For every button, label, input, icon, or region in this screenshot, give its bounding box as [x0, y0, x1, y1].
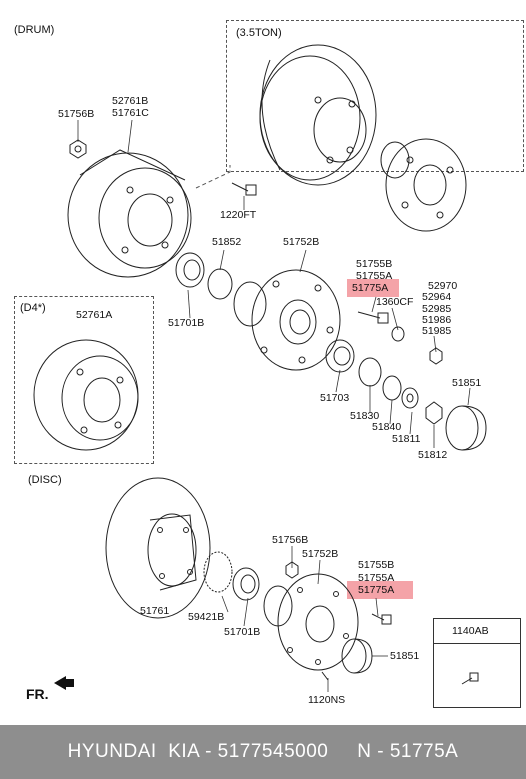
nut-51756b-top	[69, 139, 87, 159]
front-label: FR.	[26, 686, 49, 702]
part-label-51755b-top: 51755B	[356, 258, 393, 270]
part-label-51851-bottom: 51851	[390, 650, 420, 662]
part-label-52964: 52964	[422, 291, 452, 303]
part-label-1220ft: 1220FT	[220, 209, 257, 221]
part-label-51752b-bottom: 51752B	[302, 548, 339, 560]
hub-3-5ton	[380, 138, 467, 232]
d4-section-frame	[14, 296, 154, 464]
part-label-51852: 51852	[212, 236, 242, 248]
ton-section-frame	[226, 20, 524, 172]
part-label-1360cf: 1360CF	[376, 296, 414, 308]
part-label-51756b-top: 51756B	[58, 108, 95, 120]
part-label-51703: 51703	[320, 392, 350, 404]
part-label-51812: 51812	[418, 449, 448, 461]
part-label-52761b: 52761B	[112, 95, 149, 107]
part-label-51985: 51985	[422, 325, 452, 337]
section-d4-label: (D4*)	[20, 302, 46, 314]
bolt-inset-header	[433, 618, 521, 644]
drum-3-5ton	[259, 44, 377, 186]
stud-51775a-bottom	[371, 613, 392, 625]
part-label-51811: 51811	[392, 433, 421, 445]
drum-d4	[33, 339, 139, 451]
part-number-footer: HYUNDAI KIA - 5177545000 N - 51775A	[0, 725, 526, 779]
section-drum-label: (DRUM)	[14, 24, 55, 36]
part-label-52970: 52970	[428, 280, 458, 292]
part-label-51775a-bottom: 51775A	[358, 584, 395, 596]
part-label-52985: 52985	[422, 303, 452, 315]
stud-51775a-top	[357, 311, 389, 324]
highlight-51775a-bottom	[347, 581, 413, 599]
bolt-1220ft	[231, 182, 257, 196]
part-label-51851-top: 51851	[452, 377, 482, 389]
part-label-59421b: 59421B	[188, 611, 225, 623]
part-label-1140ab: 1140AB	[452, 625, 489, 637]
part-label-51775a-top: 51775A	[352, 282, 389, 294]
part-label-51986: 51986	[422, 314, 452, 326]
part-label-51701b-top: 51701B	[168, 317, 205, 329]
part-label-51830: 51830	[350, 410, 380, 422]
part-label-1120ns: 1120NS	[308, 694, 346, 706]
hub-51752b-bottom	[263, 573, 359, 671]
parts-diagram: (DRUM) (3.5TON) (D4*) (DISC) 51756B 5276…	[14, 20, 524, 708]
part-label-51701b-bottom: 51701B	[224, 626, 261, 638]
part-label-51840: 51840	[372, 421, 402, 433]
highlight-51775a-top	[347, 279, 399, 297]
part-label-52761a: 52761A	[76, 309, 113, 321]
disc-rotor-51761	[105, 477, 211, 619]
leader-lines	[77, 119, 471, 692]
part-label-51752b-top: 51752B	[283, 236, 320, 248]
bearing-51701b-top	[175, 252, 205, 288]
part-label-51761: 51761	[140, 605, 170, 617]
front-arrow-icon	[54, 676, 74, 690]
section-ton-label: (3.5TON)	[236, 27, 282, 39]
part-label-51755b-bottom: 51755B	[358, 559, 395, 571]
part-label-51755a-top: 51755A	[356, 270, 393, 282]
part-label-51761c: 51761C	[112, 107, 149, 119]
exploded-view-drawing	[33, 44, 487, 692]
part-label-51755a-bottom: 51755A	[358, 572, 395, 584]
hub-51752b-top	[233, 269, 341, 371]
drum-main	[67, 149, 192, 278]
part-label-51756b-bottom: 51756B	[272, 534, 309, 546]
section-disc-label: (DISC)	[28, 474, 62, 486]
